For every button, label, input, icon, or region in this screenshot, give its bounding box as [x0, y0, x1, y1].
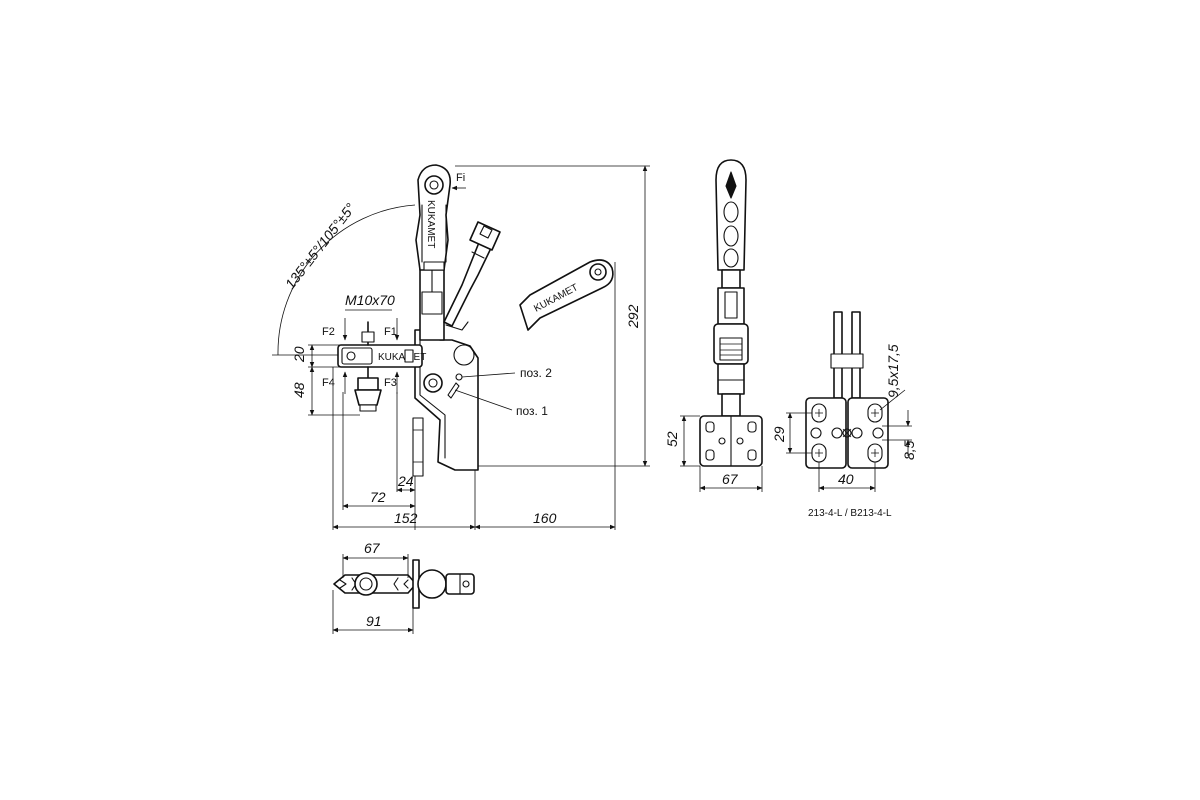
- dim-20: 20: [291, 346, 307, 363]
- front-view: 135°±5°/105°±5° KUKAMET: [272, 164, 650, 530]
- side-body: [713, 269, 749, 417]
- angle-arc: [277, 204, 416, 356]
- clamp-bar: KUKAMET: [337, 321, 426, 412]
- base-view: 29 40 8,5 9,5x17,5 213-4-L / B213-4-L: [771, 311, 917, 519]
- dim-24: 24: [397, 473, 414, 489]
- force-f3-label: F3: [384, 377, 397, 389]
- position-callouts: поз. 2 поз. 1: [454, 366, 552, 418]
- side-view: 52 67: [664, 159, 763, 492]
- dim-48: 48: [291, 382, 307, 398]
- side-base-plate: [699, 415, 763, 467]
- force-f2-label: F2: [322, 326, 335, 338]
- dim-slot: 9,5x17,5: [885, 344, 901, 398]
- dim-67-side: 67: [722, 471, 739, 487]
- dim-292: 292: [625, 304, 641, 329]
- force-f4-label: F4: [322, 377, 335, 389]
- handle-open: KUKAMET: [519, 259, 614, 331]
- base-plate: [805, 397, 889, 469]
- dim-160: 160: [533, 510, 557, 526]
- dim-72: 72: [370, 489, 386, 505]
- model-label: 213-4-L / B213-4-L: [808, 508, 892, 519]
- force-arrows: F2 F1 F4 F3 Fi: [322, 172, 466, 394]
- dim-29: 29: [771, 426, 787, 443]
- pos2-label: поз. 2: [520, 366, 552, 380]
- handle-clamped: KUKAMET: [415, 164, 452, 271]
- dim-67-top: 67: [364, 540, 381, 556]
- base-dimensions: 29 40 8,5 9,5x17,5: [771, 344, 917, 492]
- dim-52: 52: [664, 431, 680, 447]
- force-fi-label: Fi: [456, 172, 465, 184]
- locking-lever: [443, 221, 501, 331]
- top-view: 67 91: [332, 540, 475, 634]
- handle-logo-text: KUKAMET: [425, 200, 436, 248]
- angle-label: 135°±5°/105°±5°: [282, 200, 359, 292]
- thread-label: M10x70: [345, 292, 395, 308]
- clamp-arm: [419, 264, 445, 341]
- pos1-label: поз. 1: [516, 404, 548, 418]
- side-dimensions: 52 67: [664, 415, 763, 492]
- top-dimensions: 67 91: [332, 540, 414, 634]
- front-dimensions: 20 48 24 72 152 160 292: [291, 165, 650, 530]
- top-assembly: [333, 559, 475, 609]
- dim-40: 40: [838, 471, 854, 487]
- side-handle: [715, 159, 747, 271]
- dim-91: 91: [366, 613, 382, 629]
- bar-logo-text: KUKAMET: [378, 352, 426, 363]
- dim-8-5: 8,5: [901, 440, 917, 460]
- dim-152: 152: [394, 510, 418, 526]
- base-posts: [830, 311, 864, 399]
- force-f1-label: F1: [384, 326, 397, 338]
